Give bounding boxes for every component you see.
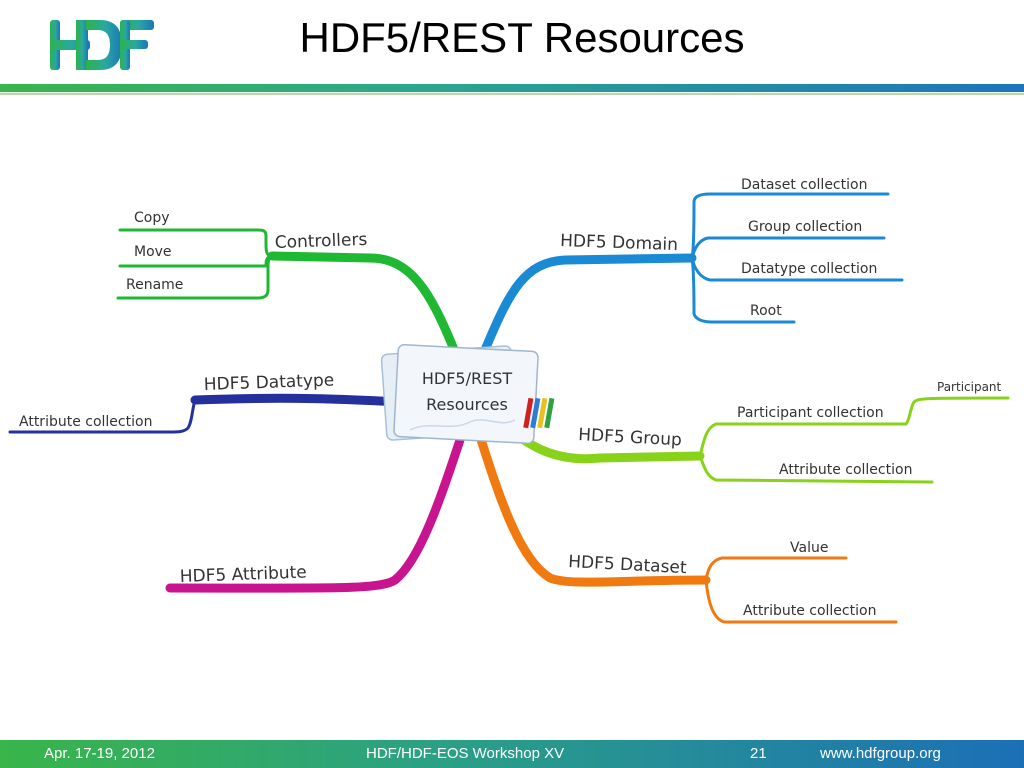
dataset-item-attribute-collection: Attribute collection [743, 603, 876, 619]
hdf-logo [50, 20, 154, 70]
controllers-label: Controllers [274, 230, 367, 253]
controllers-connector [118, 228, 274, 258]
group-label: HDF5 Group [578, 425, 683, 450]
datatype-label: HDF5 Datatype [203, 370, 334, 395]
attribute-label: HDF5 Attribute [179, 563, 307, 587]
center-node [380, 343, 555, 445]
footer-website: www.hdfgroup.org [820, 745, 941, 762]
title-divider-accent [0, 93, 1024, 95]
domain-branch [480, 253, 697, 355]
group-item-participant-collection: Participant collection [737, 405, 884, 421]
domain-item-group-collection: Group collection [748, 219, 862, 235]
footer-date: Apr. 17-19, 2012 [44, 745, 155, 762]
slide-footer: Apr. 17-19, 2012 HDF/HDF-EOS Workshop XV… [0, 740, 1024, 768]
dataset-item-value: Value [790, 540, 828, 556]
controllers-item-move: Move [134, 244, 172, 260]
center-label-line2: Resources [426, 395, 508, 414]
center-label-line1: HDF5/REST [422, 369, 513, 388]
dataset-label: HDF5 Dataset [568, 552, 688, 578]
datatype-item-attribute-collection: Attribute collection [19, 414, 152, 430]
controllers-item-copy: Copy [134, 210, 170, 226]
dataset-branch [473, 425, 711, 587]
controllers-item-rename: Rename [126, 277, 183, 293]
domain-label: HDF5 Domain [560, 231, 678, 255]
mind-map-diagram: HDF5/REST Resources Controllers Copy Mov… [8, 177, 1010, 624]
domain-item-dataset-collection: Dataset collection [741, 177, 867, 193]
group-subitem-participant: Participant [937, 380, 1002, 394]
attribute-branch [165, 435, 465, 593]
title-divider [0, 84, 1024, 92]
footer-event: HDF/HDF-EOS Workshop XV [366, 745, 565, 762]
domain-item-root: Root [750, 303, 782, 319]
datatype-branch [190, 393, 405, 407]
group-item-attribute-collection: Attribute collection [779, 462, 912, 478]
domain-item-datatype-collection: Datatype collection [741, 261, 877, 277]
controllers-branch [267, 251, 460, 357]
pencils-icon [523, 397, 555, 429]
footer-page-number: 21 [750, 745, 767, 762]
slide-title: HDF5/REST Resources [299, 14, 745, 61]
